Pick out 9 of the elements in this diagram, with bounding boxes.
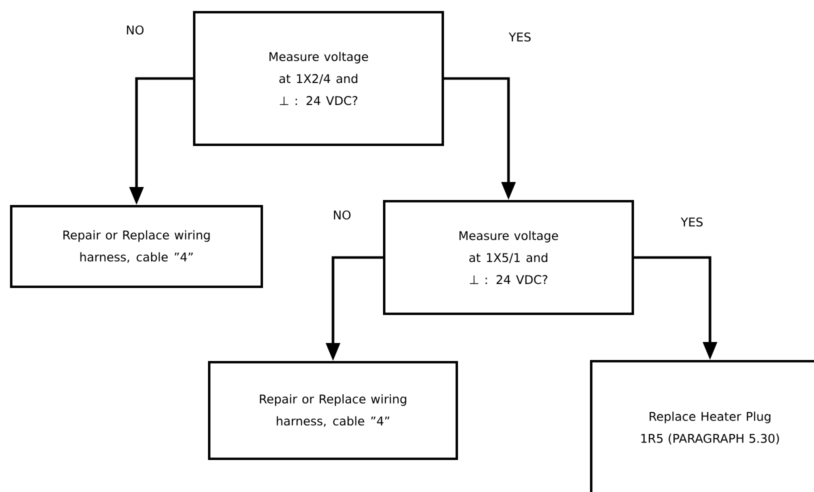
process-box: Measure voltage at 1X2/4 and ⊥ : 24 VDC?: [193, 11, 444, 146]
edge-label: YES: [508, 32, 531, 42]
process-box: Replace Heater Plug 1R5 (PARAGRAPH 5.30): [590, 360, 814, 492]
process-box: Measure voltage at 1X5/1 and ⊥ : 24 VDC?: [383, 200, 634, 315]
process-box: Repair or Replace wiring harness, cable ”4”: [208, 361, 458, 460]
process-box: Repair or Replace wiring harness, cable ”4”: [10, 205, 263, 288]
edge-label: NO: [126, 25, 144, 35]
edge-label: YES: [680, 217, 703, 227]
edge-label: NO: [334, 210, 351, 220]
